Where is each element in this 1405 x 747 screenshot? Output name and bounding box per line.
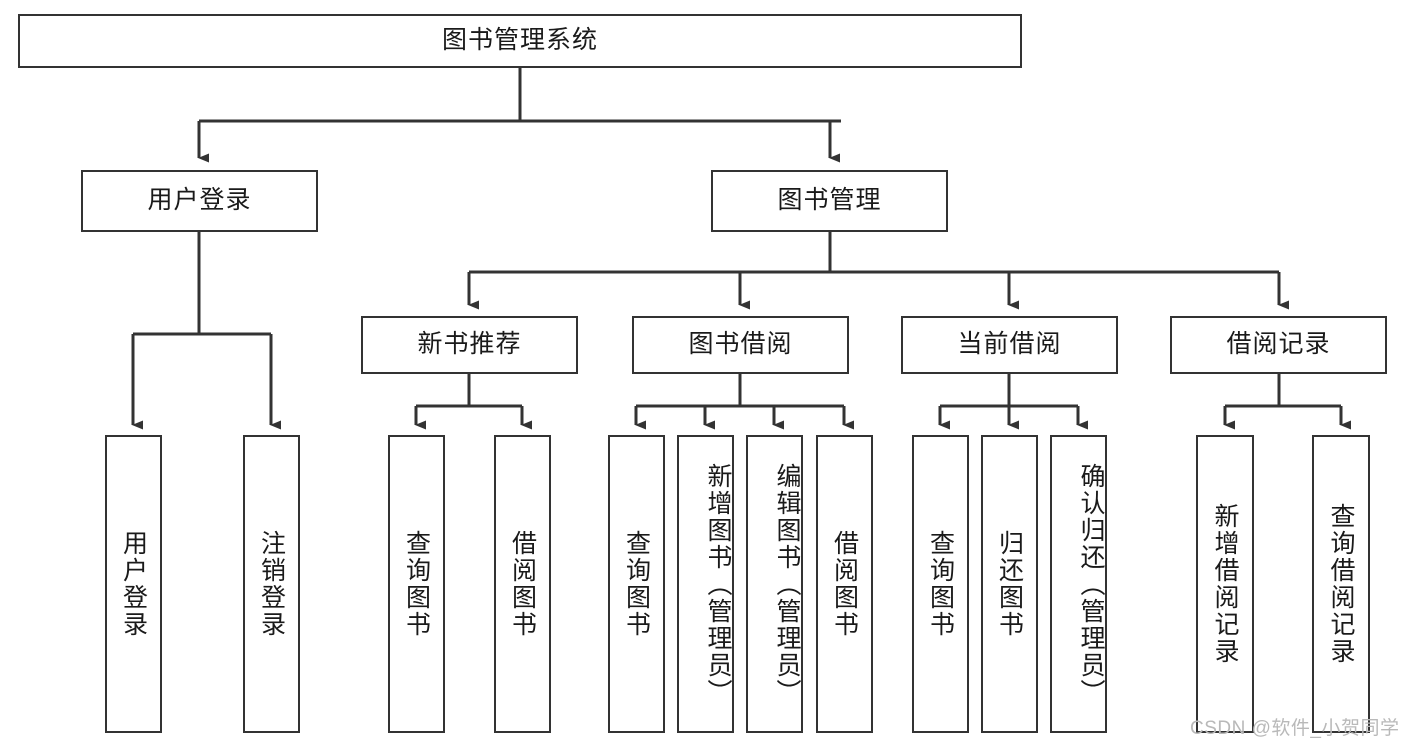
watermark: CSDN @软件_小贺同学	[1190, 718, 1400, 739]
leaf-return-book[interactable]: 归还图书	[981, 435, 1038, 733]
leaf-add-record[interactable]: 新增借阅记录	[1196, 435, 1254, 733]
leaf-query-book-2[interactable]: 查询图书	[608, 435, 665, 733]
node-borrow-record[interactable]: 借阅记录	[1170, 316, 1387, 374]
leaf-query-record[interactable]: 查询借阅记录	[1312, 435, 1370, 733]
leaf-query-book-3[interactable]: 查询图书	[912, 435, 969, 733]
node-new-book-recommend[interactable]: 新书推荐	[361, 316, 578, 374]
node-root[interactable]: 图书管理系统	[18, 14, 1022, 68]
leaf-edit-book-label: 编辑图书（管理员）	[773, 462, 801, 706]
leaf-edit-book[interactable]: 编辑图书（管理员）	[746, 435, 803, 733]
leaf-add-book[interactable]: 新增图书（管理员）	[677, 435, 734, 733]
node-book-borrow-label: 图书借阅	[688, 330, 793, 359]
leaf-query-book-1-label: 查询图书	[402, 530, 431, 638]
node-borrow-record-label: 借阅记录	[1226, 330, 1331, 359]
node-current-borrow[interactable]: 当前借阅	[901, 316, 1118, 374]
node-book-manage-label: 图书管理	[777, 186, 882, 215]
leaf-borrow-book-2-label: 借阅图书	[830, 530, 859, 638]
leaf-user-login[interactable]: 用户登录	[105, 435, 162, 733]
leaf-query-book-2-label: 查询图书	[622, 530, 651, 638]
node-book-borrow[interactable]: 图书借阅	[632, 316, 849, 374]
leaf-query-record-label: 查询借阅记录	[1327, 503, 1355, 665]
leaf-return-book-label: 归还图书	[995, 530, 1024, 638]
leaf-add-record-label: 新增借阅记录	[1211, 503, 1239, 665]
leaf-confirm-return-label: 确认归还（管理员）	[1077, 462, 1105, 706]
node-root-label: 图书管理系统	[441, 26, 598, 55]
leaf-logout-label: 注销登录	[257, 530, 286, 638]
leaf-query-book-1[interactable]: 查询图书	[388, 435, 445, 733]
node-current-borrow-label: 当前借阅	[957, 330, 1062, 359]
leaf-borrow-book-2[interactable]: 借阅图书	[816, 435, 873, 733]
leaf-borrow-book-1-label: 借阅图书	[508, 530, 537, 638]
leaf-borrow-book-1[interactable]: 借阅图书	[494, 435, 551, 733]
leaf-confirm-return[interactable]: 确认归还（管理员）	[1050, 435, 1107, 733]
leaf-add-book-label: 新增图书（管理员）	[704, 462, 732, 706]
node-book-manage[interactable]: 图书管理	[711, 170, 948, 232]
node-user-login-label: 用户登录	[147, 186, 252, 215]
leaf-query-book-3-label: 查询图书	[926, 530, 955, 638]
node-user-login[interactable]: 用户登录	[81, 170, 318, 232]
leaf-user-login-label: 用户登录	[119, 530, 148, 638]
leaf-logout[interactable]: 注销登录	[243, 435, 300, 733]
node-new-book-recommend-label: 新书推荐	[417, 330, 522, 359]
